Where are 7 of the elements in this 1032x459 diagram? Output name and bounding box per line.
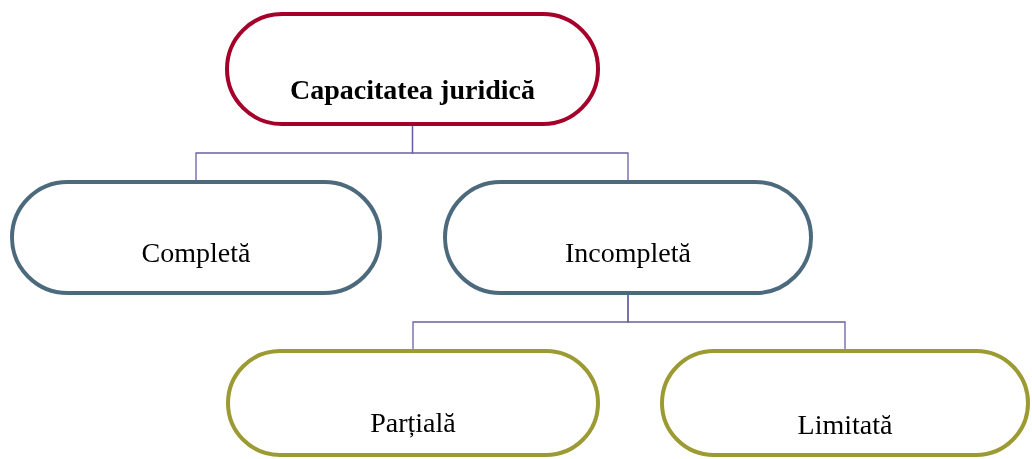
node-label: Capacitatea juridică [290,72,535,107]
node-label: Parțială [370,405,456,440]
connector-line [627,294,846,350]
node-label: Completă [141,236,251,270]
node-label: Incompletă [565,236,691,270]
connector-line [411,125,629,181]
node-label: Limitată [797,407,893,442]
